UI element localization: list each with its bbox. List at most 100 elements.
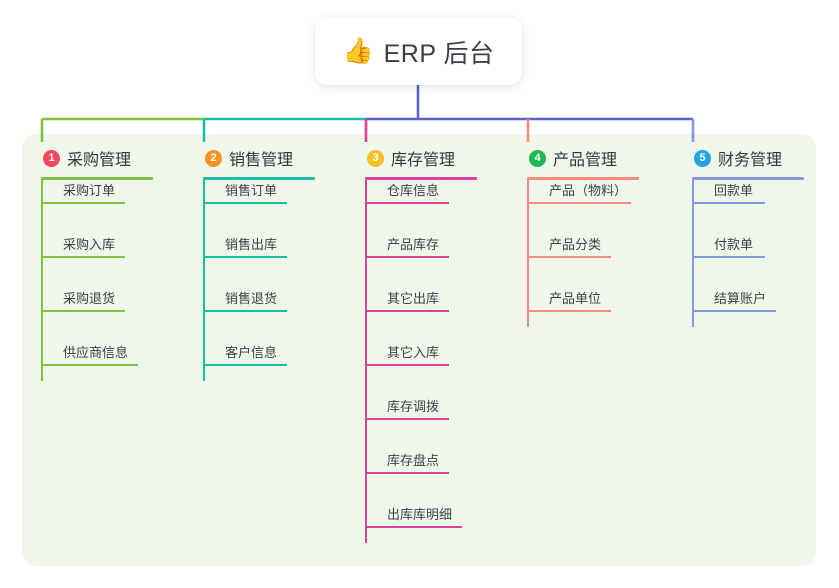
leaf-node-label: 产品（物料）: [549, 183, 628, 198]
leaf-node-rule: [365, 256, 449, 258]
column-items: 销售订单销售出库销售退货客户信息: [203, 180, 315, 396]
column-items: 回款单付款单结算账户: [692, 180, 804, 342]
column-badge-number: 3: [367, 149, 384, 167]
leaf-node-rule: [203, 202, 287, 204]
leaf-node[interactable]: 仓库信息: [365, 180, 449, 204]
leaf-node-rule: [527, 310, 611, 312]
leaf-node[interactable]: 付款单: [692, 234, 765, 258]
root-node-label: ERP 后台: [383, 39, 495, 68]
leaf-node-rule: [41, 202, 125, 204]
leaf-node-label: 产品单位: [549, 291, 602, 306]
column-header-4[interactable]: 4 产品管理: [527, 145, 639, 171]
leaf-node-label: 库存调拨: [387, 399, 440, 414]
column-items: 仓库信息产品库存其它出库其它入库库存调拨库存盘点出库库明细: [365, 180, 477, 558]
leaf-node[interactable]: 其它入库: [365, 342, 449, 366]
leaf-node[interactable]: 产品分类: [527, 234, 611, 258]
column-title: 库存管理: [391, 152, 456, 169]
column-vertical-connector: [203, 180, 205, 381]
leaf-node-rule: [527, 202, 631, 204]
leaf-node[interactable]: 销售出库: [203, 234, 287, 258]
column-3: 3 库存管理仓库信息产品库存其它出库其它入库库存调拨库存盘点出库库明细: [365, 145, 477, 558]
leaf-node-rule: [365, 310, 449, 312]
column-header-rule: [41, 177, 153, 180]
column-header-rule: [365, 177, 477, 180]
column-title: 采购管理: [67, 152, 132, 169]
leaf-node[interactable]: 结算账户: [692, 288, 776, 312]
leaf-node-rule: [41, 310, 125, 312]
leaf-node-rule: [527, 256, 611, 258]
column-header-rule: [203, 177, 315, 180]
column-header-rule: [692, 177, 804, 180]
column-header-2[interactable]: 2 销售管理: [203, 145, 315, 171]
column-title: 财务管理: [718, 152, 783, 169]
column-badge-number: 1: [43, 149, 60, 167]
leaf-node[interactable]: 库存调拨: [365, 396, 449, 420]
leaf-node-rule: [365, 202, 449, 204]
leaf-node-label: 销售订单: [225, 183, 278, 198]
column-4: 4 产品管理产品（物料） 产品分类产品单位: [527, 145, 639, 342]
leaf-node-rule: [203, 256, 287, 258]
leaf-node-label: 其它入库: [387, 345, 440, 360]
column-badge-number: 5: [694, 149, 711, 167]
leaf-node-rule: [692, 256, 765, 258]
leaf-node-label: 采购订单: [63, 183, 116, 198]
leaf-node-rule: [365, 364, 449, 366]
leaf-node[interactable]: 产品单位: [527, 288, 611, 312]
leaf-node-label: 客户信息: [225, 345, 278, 360]
leaf-node-rule: [203, 310, 287, 312]
leaf-node[interactable]: 产品库存: [365, 234, 449, 258]
column-5: 5 财务管理回款单付款单结算账户: [692, 145, 804, 342]
leaf-node-label: 付款单: [714, 237, 754, 252]
leaf-node-label: 回款单: [714, 183, 754, 198]
column-header-5[interactable]: 5 财务管理: [692, 145, 804, 171]
leaf-node-rule: [692, 310, 776, 312]
leaf-node-label: 采购入库: [63, 237, 116, 252]
leaf-node-label: 销售退货: [225, 291, 278, 306]
column-items: 采购订单采购入库采购退货供应商信息: [41, 180, 153, 396]
leaf-node-label: 销售出库: [225, 237, 278, 252]
leaf-node[interactable]: 销售订单: [203, 180, 287, 204]
column-vertical-connector: [527, 180, 529, 327]
leaf-node-label: 采购退货: [63, 291, 116, 306]
thumbs-up-icon: 👍: [342, 37, 374, 65]
leaf-node[interactable]: 供应商信息: [41, 342, 138, 366]
leaf-node[interactable]: 其它出库: [365, 288, 449, 312]
leaf-node[interactable]: 产品（物料）: [527, 180, 631, 204]
column-1: 1 采购管理采购订单采购入库采购退货供应商信息: [41, 145, 153, 396]
leaf-node[interactable]: 客户信息: [203, 342, 287, 366]
leaf-node-label: 仓库信息: [387, 183, 440, 198]
leaf-node-rule: [203, 364, 287, 366]
leaf-node[interactable]: 采购入库: [41, 234, 125, 258]
column-title: 销售管理: [229, 152, 294, 169]
column-header-1[interactable]: 1 采购管理: [41, 145, 153, 171]
leaf-node[interactable]: 回款单: [692, 180, 765, 204]
leaf-node-rule: [41, 364, 138, 366]
leaf-node-label: 出库库明细: [387, 507, 453, 522]
column-badge-number: 2: [205, 149, 222, 167]
leaf-node-label: 产品分类: [549, 237, 602, 252]
column-vertical-connector: [41, 180, 43, 381]
leaf-node[interactable]: 销售退货: [203, 288, 287, 312]
leaf-node[interactable]: 采购退货: [41, 288, 125, 312]
leaf-node-label: 其它出库: [387, 291, 440, 306]
column-title: 产品管理: [553, 152, 618, 169]
leaf-node-rule: [692, 202, 765, 204]
column-badge-number: 4: [529, 149, 546, 167]
leaf-node[interactable]: 出库库明细: [365, 504, 462, 528]
column-header-3[interactable]: 3 库存管理: [365, 145, 477, 171]
column-items: 产品（物料） 产品分类产品单位: [527, 180, 639, 342]
column-vertical-connector: [365, 180, 367, 543]
diagram-panel-background: [22, 134, 816, 566]
column-vertical-connector: [692, 180, 694, 327]
leaf-node-label: 结算账户: [714, 291, 767, 306]
leaf-node-label: 供应商信息: [63, 345, 129, 360]
leaf-node-rule: [41, 256, 125, 258]
leaf-node[interactable]: 采购订单: [41, 180, 125, 204]
leaf-node-rule: [365, 472, 449, 474]
root-node-erp-backend[interactable]: 👍 ERP 后台: [315, 18, 522, 85]
leaf-node-rule: [365, 418, 449, 420]
leaf-node-rule: [365, 526, 462, 528]
leaf-node[interactable]: 库存盘点: [365, 450, 449, 474]
leaf-node-label: 产品库存: [387, 237, 440, 252]
leaf-node-label: 库存盘点: [387, 453, 440, 468]
